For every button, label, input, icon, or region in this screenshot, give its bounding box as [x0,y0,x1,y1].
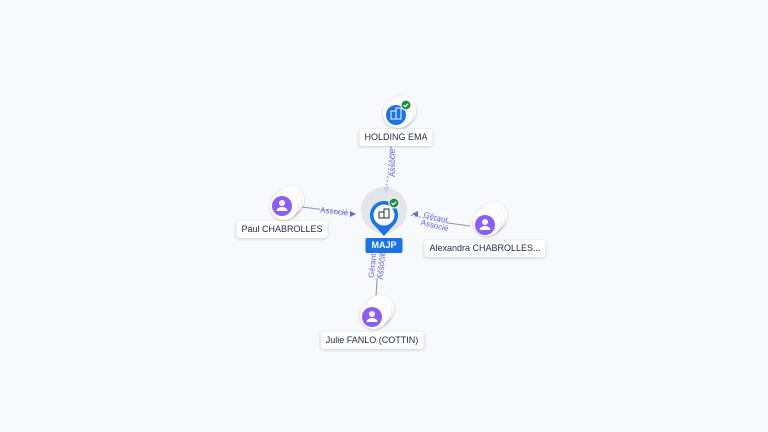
verified-badge [388,197,400,209]
edge-holding-majp [385,147,392,193]
building-icon [390,107,402,120]
relation-label-julie-gerant: Gérant [367,252,379,278]
relation-label-holding: Associé [388,148,397,177]
check-icon [403,103,409,108]
person-icon [479,219,491,230]
label-julie-fanlo[interactable]: Julie FANLO (COTTIN) [320,332,424,349]
edge-julie-stub [375,279,378,297]
edge-alexandra-stub [447,222,471,227]
person-icon [366,311,378,322]
edge-paul-stub [301,206,319,210]
label-alexandra-chabrolles[interactable]: Alexandra CHABROLLES... [424,240,546,257]
node-holding-ema[interactable] [383,96,416,128]
node-alexandra-chabrolles[interactable] [473,202,507,236]
edge-julie-majp [376,247,382,281]
relation-label-julie-associe: Associé [376,251,388,280]
check-icon [391,201,397,206]
edge-alexandra-majp [409,214,449,224]
node-majp[interactable] [361,187,407,236]
label-paul-chabrolles[interactable]: Paul CHABROLLES [236,221,328,238]
label-holding-ema[interactable]: HOLDING EMA [359,129,433,146]
building-icon [378,208,390,219]
arrow-paul [350,211,356,217]
label-majp[interactable]: MAJP [365,238,403,253]
verified-badge [400,99,412,111]
node-paul-chabrolles[interactable] [270,186,304,220]
arrow-alexandra [412,211,418,217]
relation-label-paul: Associé [320,206,349,218]
person-icon [276,200,288,211]
node-julie-fanlo[interactable] [360,295,394,329]
